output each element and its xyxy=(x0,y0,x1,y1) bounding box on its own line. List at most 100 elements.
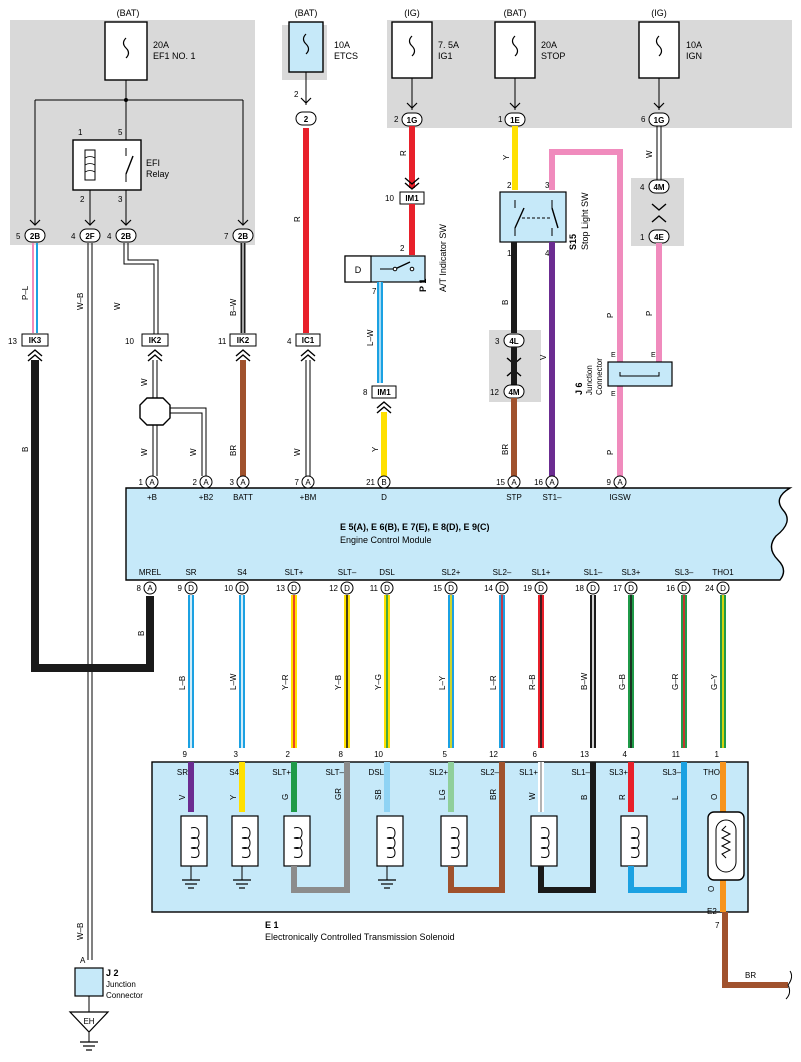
pin-label: MREL xyxy=(139,568,162,577)
wire-w-ign: 6 1G W 4M 4 4E 1 P xyxy=(640,78,670,362)
svg-text:B: B xyxy=(137,631,146,636)
svg-text:2: 2 xyxy=(304,115,309,124)
ecm-top-pin: A2+B2 xyxy=(193,475,214,502)
svg-text:4: 4 xyxy=(287,337,292,346)
pin-connector-letter: D xyxy=(448,584,454,593)
svg-text:IC1: IC1 xyxy=(302,336,315,345)
svg-text:5: 5 xyxy=(16,232,21,241)
ecm-top-pins: A1+BA2+B2A3BATTA7+BMB21DA15STPA16ST1–A9I… xyxy=(139,475,631,502)
svg-text:(BAT): (BAT) xyxy=(504,8,527,18)
svg-text:BR: BR xyxy=(745,971,756,980)
svg-text:2B: 2B xyxy=(238,232,248,241)
pin-label: IGSW xyxy=(609,493,631,502)
pin-number: 3 xyxy=(230,478,235,487)
pin-label: DSL xyxy=(379,568,395,577)
pin-label: SL1+ xyxy=(532,568,551,577)
pin-number: 12 xyxy=(489,750,498,759)
mid-wire: Y–R xyxy=(281,595,297,748)
pin-number: 5 xyxy=(443,750,448,759)
pin-number: 1 xyxy=(715,750,720,759)
at-indicator-switch: 2 D P 1 A/T Indicator SW 7 xyxy=(344,224,448,296)
wire-code: L–R xyxy=(489,675,498,690)
pin-number: 16 xyxy=(534,478,543,487)
svg-text:4L: 4L xyxy=(509,337,518,346)
pin-label: S4 xyxy=(229,768,239,777)
mid-wire: L–B xyxy=(178,595,194,748)
pin-number: 2 xyxy=(193,478,198,487)
pin-label: SL3– xyxy=(662,768,681,777)
pin-label: STP xyxy=(506,493,522,502)
wire-code: L–W xyxy=(229,673,238,690)
wire-code: SB xyxy=(374,789,383,800)
svg-text:7: 7 xyxy=(224,232,229,241)
svg-text:IGN: IGN xyxy=(686,51,702,61)
wire-code: B xyxy=(580,795,589,800)
svg-text:B–W: B–W xyxy=(229,298,238,316)
wire-code: B–W xyxy=(580,672,589,690)
svg-text:4M: 4M xyxy=(508,388,519,397)
pin-number: 9 xyxy=(178,584,183,593)
solenoid-coil xyxy=(440,812,505,893)
svg-text:7. 5A: 7. 5A xyxy=(438,40,459,50)
wire-br-batt: BR xyxy=(229,349,251,476)
svg-text:J 6: J 6 xyxy=(574,382,584,395)
svg-text:D: D xyxy=(355,265,362,275)
solenoid-coil xyxy=(376,815,404,889)
svg-text:2B: 2B xyxy=(121,232,131,241)
connector-ik3: 13 IK3 xyxy=(8,333,49,347)
svg-text:10A: 10A xyxy=(686,40,702,50)
pin-number: 17 xyxy=(613,584,622,593)
pin-label: D xyxy=(381,493,387,502)
mid-wire: L–W xyxy=(229,595,245,748)
pin-number: 24 xyxy=(705,584,714,593)
pin-number: 7 xyxy=(295,478,300,487)
svg-text:W: W xyxy=(140,448,149,456)
svg-text:Stop Light SW: Stop Light SW xyxy=(580,192,590,250)
svg-text:P–L: P–L xyxy=(21,285,30,300)
pin-connector-letter: A xyxy=(549,478,555,487)
pin-number: 14 xyxy=(484,584,493,593)
svg-text:Connector: Connector xyxy=(106,991,143,1000)
wire-code: BR xyxy=(489,789,498,800)
mid-wire: G–B xyxy=(618,595,634,748)
junction-top-connectors: 2B 2F 2B 2B 5 4 4 7 xyxy=(16,219,254,243)
svg-text:Engine Control Module: Engine Control Module xyxy=(340,535,432,545)
pin-label: SL3+ xyxy=(622,568,641,577)
solenoid-coil xyxy=(620,812,687,893)
wire-code: R–B xyxy=(528,674,537,690)
ecm-bottom-pins: MRELA8SRD9S4D10SLT+D13SLT–D12DSLD11SL2+D… xyxy=(137,568,734,595)
svg-text:P: P xyxy=(645,311,654,316)
ecm-bottom-pin: SL2+D15 xyxy=(433,568,461,595)
svg-text:E 5(A), E 6(B), E 7(E), E 8(D): E 5(A), E 6(B), E 7(E), E 8(D), E 9(C) xyxy=(340,522,490,532)
wire-w-ik2-down: W W W xyxy=(139,349,207,476)
svg-text:2: 2 xyxy=(507,181,512,190)
solenoid-pins: 9SRV3S4Y2SLT+G8SLT–GR10DSLSB5SL2+LG12SL2… xyxy=(177,750,726,912)
svg-text:3: 3 xyxy=(545,181,550,190)
pin-connector-letter: A xyxy=(617,478,623,487)
svg-text:B: B xyxy=(501,300,510,305)
svg-text:P: P xyxy=(606,450,615,455)
svg-text:11: 11 xyxy=(218,337,227,346)
svg-text:IK2: IK2 xyxy=(237,336,250,345)
connector-ic1: 4 IC1 xyxy=(287,333,321,347)
stop-light-switch: 2 3 1 4 S15 Stop Light SW xyxy=(499,181,590,258)
pin-label: SL1– xyxy=(571,768,590,777)
wire-code: Y–R xyxy=(281,674,290,690)
svg-text:B: B xyxy=(21,447,30,452)
connector-ik2-a: 10 IK2 xyxy=(125,333,169,347)
engine-control-module: E 5(A), E 6(B), E 7(E), E 8(D), E 9(C) E… xyxy=(125,487,793,581)
ecm-top-pin: A1+B xyxy=(139,475,159,502)
pin-connector-letter: B xyxy=(381,478,386,487)
pin-label: SL3+ xyxy=(609,768,628,777)
svg-text:13: 13 xyxy=(8,337,17,346)
junction-j6: E E E J 6 Junction Connector xyxy=(574,352,673,398)
pin-number: 4 xyxy=(623,750,628,759)
